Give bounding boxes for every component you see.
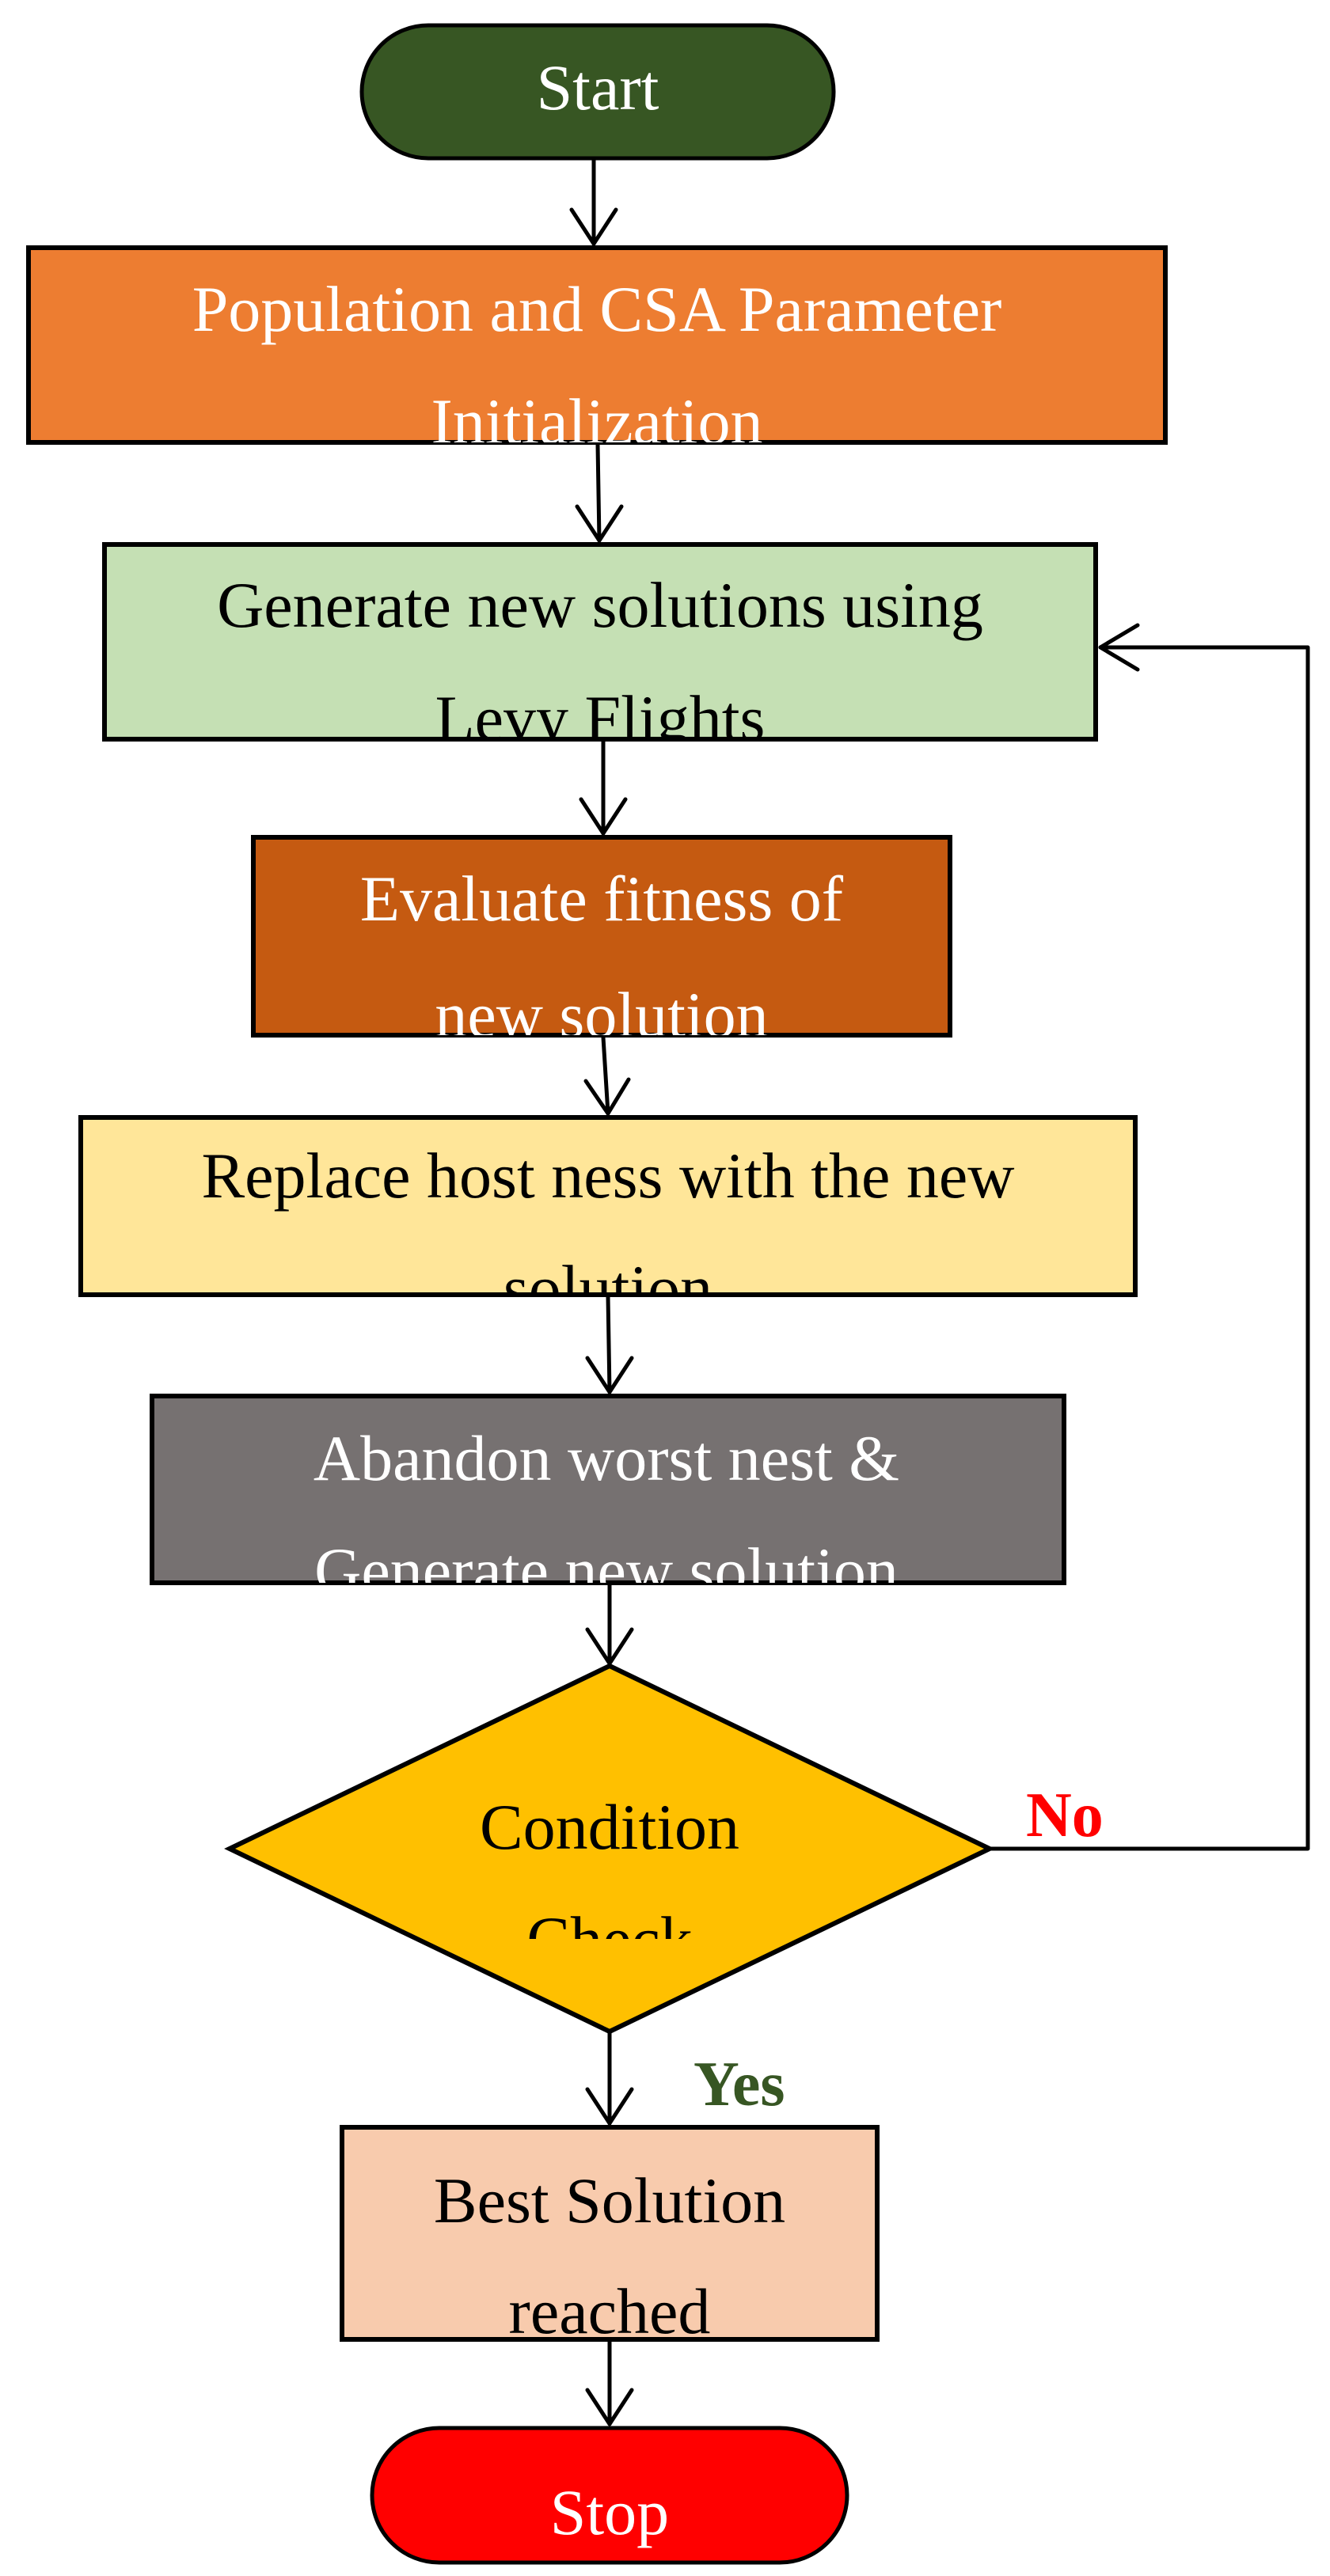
step-generate-solutions-line-1: Generate new solutions using [217, 569, 983, 641]
best-solution-line-1: Best Solution [434, 2164, 785, 2236]
arrow-replace-to-abandon [585, 1294, 634, 1394]
arrow-init-to-generate [575, 442, 624, 543]
step-initialization-box [26, 245, 1168, 445]
arrow-result-to-stop [585, 2339, 634, 2426]
step-replace-host-line-1: Replace host ness with the new [201, 1140, 1014, 1212]
best-solution-shape [340, 2125, 880, 2342]
yes-branch-label: Yes [694, 2050, 785, 2119]
best-solution-line-2: reached [509, 2275, 711, 2347]
step-replace-host: Replace host ness with the new solution [78, 1115, 1138, 1324]
start-shape [359, 23, 836, 161]
step-initialization: Population and CSA Parameter Initializat… [26, 245, 1168, 457]
arrow-condition-to-result [585, 2030, 634, 2126]
step-evaluate-fitness-box [251, 835, 952, 1038]
step-abandon-worst-nest-box [150, 1394, 1066, 1585]
step-generate-solutions-line-2: Levy Flights [435, 682, 766, 754]
step-replace-host-line-2: solution [504, 1252, 712, 1324]
arrow-generate-to-evaluate [579, 738, 628, 836]
best-solution-box: Best Solution reached [340, 2125, 880, 2347]
condition-check-diamond [224, 1663, 995, 2035]
arrow-start-to-init [569, 156, 618, 246]
loop-back-arrow [985, 623, 1310, 1851]
arrow-abandon-to-condition [585, 1582, 634, 1666]
step-initialization-line-1: Population and CSA Parameter [192, 273, 1002, 345]
step-abandon-worst-nest-line-1: Abandon worst nest & [314, 1422, 899, 1494]
condition-check-line-2: Check [526, 1903, 692, 1975]
start-terminal: Start [359, 23, 836, 161]
connectors [569, 156, 1310, 2426]
arrow-evaluate-to-replace [583, 1035, 631, 1116]
no-branch-label: No [1026, 1781, 1104, 1850]
stop-shape [370, 2426, 849, 2565]
condition-check-decision: Condition Check [224, 1663, 995, 2035]
condition-check-line-1: Condition [480, 1791, 739, 1863]
step-evaluate-fitness-line-1: Evaluate fitness of [360, 863, 844, 935]
step-abandon-worst-nest: Abandon worst nest & Generate new soluti… [150, 1394, 1066, 1607]
step-replace-host-box [78, 1115, 1138, 1297]
step-generate-solutions: Generate new solutions using Levy Flight… [102, 542, 1098, 754]
step-generate-solutions-box [102, 542, 1098, 742]
stop-label: Stop [550, 2476, 669, 2548]
step-initialization-line-2: Initialization [431, 385, 763, 457]
step-evaluate-fitness-line-2: new solution [435, 979, 768, 1051]
step-abandon-worst-nest-line-2: Generate new solution [314, 1535, 899, 1607]
step-evaluate-fitness: Evaluate fitness of new solution [251, 835, 952, 1051]
stop-terminal: Stop [370, 2426, 849, 2565]
start-label: Start [537, 51, 659, 123]
